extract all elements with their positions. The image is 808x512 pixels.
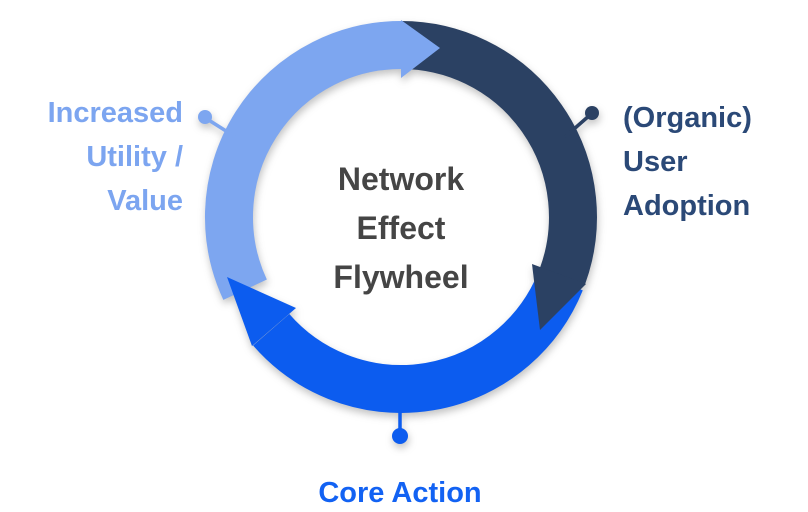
connector-line-increased-utility <box>205 117 236 138</box>
center-title-line: Network <box>337 161 465 197</box>
connector-dot-increased-utility <box>198 110 212 124</box>
label-increased-utility-value: Increased Utility / Value <box>48 91 183 223</box>
connector-dot-user-adoption <box>585 106 599 120</box>
arc-user-adoption <box>400 21 597 284</box>
connector-line-user-adoption <box>564 113 592 138</box>
label-line: Adoption <box>623 190 751 222</box>
label-line: Utility / <box>86 141 183 173</box>
label-line: Core Action <box>318 477 482 509</box>
center-title-line: Flywheel <box>333 259 469 295</box>
center-title-line: Effect <box>356 210 446 246</box>
ring-group <box>198 20 599 444</box>
label-line: User <box>623 146 688 178</box>
label-line: (Organic) <box>623 102 752 134</box>
center-title: Network Effect Flywheel <box>0 155 802 302</box>
label-line: Increased <box>47 97 183 129</box>
label-line: Value <box>107 185 183 217</box>
arc-increased-utility <box>204 21 402 300</box>
connector-dot-core-action <box>392 428 408 444</box>
label-organic-user-adoption: (Organic) User Adoption <box>623 96 752 228</box>
label-core-action: Core Action <box>0 471 800 512</box>
arrow-head-user-adoption-icon <box>532 264 586 330</box>
arrow-head-core-action-icon <box>227 277 296 346</box>
arrow-head-increased-utility-icon <box>401 20 440 78</box>
arc-core-action <box>253 272 583 413</box>
